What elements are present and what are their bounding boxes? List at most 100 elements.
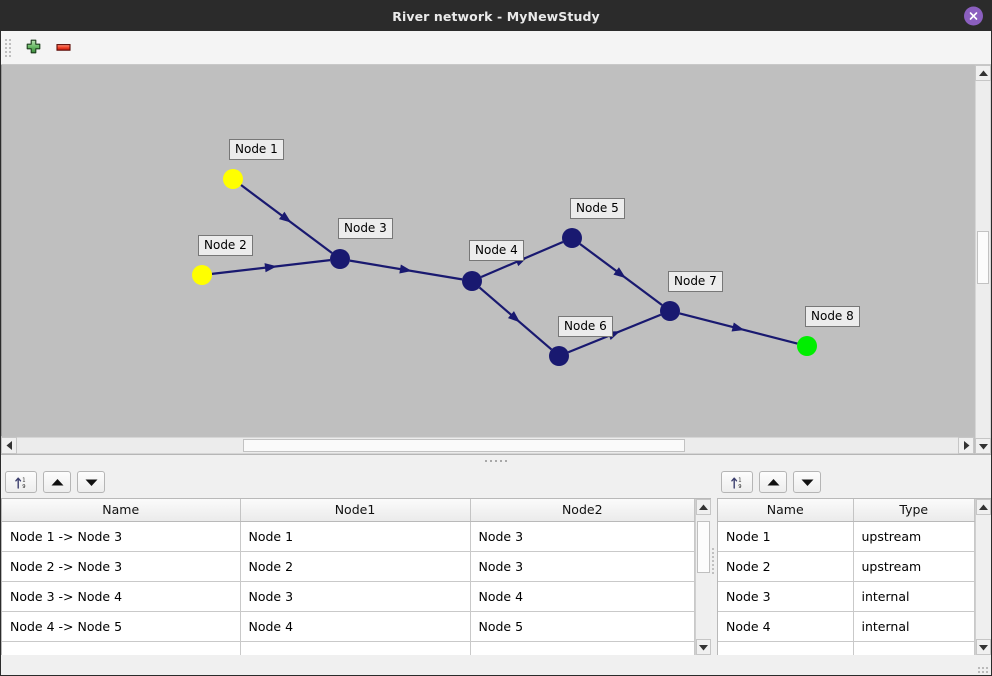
add-node-button[interactable] [18,34,48,62]
branches-move-up-button[interactable] [43,471,71,493]
branches-move-down-button[interactable] [77,471,105,493]
nodes-scroll-track[interactable] [976,515,991,639]
svg-text:1: 1 [738,477,741,483]
table-cell[interactable]: upstream [853,551,975,582]
table-cell-empty[interactable] [240,641,471,655]
table-cell-empty[interactable] [2,641,241,655]
table-cell[interactable]: Node 4 [718,611,854,642]
canvas-vscroll-track[interactable] [975,81,991,438]
horizontal-splitter[interactable] [1,454,991,466]
table-cell[interactable]: Node 4 [470,581,695,612]
table-cell[interactable]: upstream [853,521,975,552]
sort-icon: 1 9 [14,477,25,490]
table-row-empty[interactable] [2,641,695,655]
chevron-left-icon [6,441,12,450]
graph-node-node-6[interactable] [549,346,569,366]
canvas-hscroll-track[interactable] [17,437,958,454]
graph-node-label-node-8[interactable]: Node 8 [805,306,860,327]
scroll-down-button[interactable] [975,438,991,454]
table-cell[interactable]: Node 1 -> Node 3 [2,521,241,552]
graph-node-node-1[interactable] [223,169,243,189]
table-cell[interactable]: Node 5 [470,611,695,642]
table-row-empty[interactable] [718,641,975,655]
column-header-node1[interactable]: Node1 [240,499,471,522]
window-resize-grip-icon[interactable] [976,661,988,673]
delete-node-icon [55,44,71,51]
nodes-scroll-down-button[interactable] [976,639,991,655]
graph-node-label-node-6[interactable]: Node 6 [558,316,613,337]
canvas-vertical-scrollbar[interactable] [974,65,991,454]
scroll-up-button[interactable] [975,65,991,81]
graph-node-label-node-7[interactable]: Node 7 [668,271,723,292]
table-cell[interactable]: Node 3 [718,581,854,612]
branches-sort-button[interactable]: 1 9 [5,471,37,493]
graph-node-label-node-5[interactable]: Node 5 [570,198,625,219]
graph-node-label-node-4[interactable]: Node 4 [469,240,524,261]
nodes-move-up-button[interactable] [759,471,787,493]
graph-node-node-8[interactable] [797,336,817,356]
chevron-down-icon [979,644,988,650]
canvas-hscroll-thumb[interactable] [242,439,686,452]
graph-node-label-node-3[interactable]: Node 3 [338,218,393,239]
scroll-right-button[interactable] [958,437,974,454]
graph-node-node-4[interactable] [462,271,482,291]
branches-scroll-up-button[interactable] [696,499,711,515]
branches-scroll-down-button[interactable] [696,639,711,655]
branches-scroll-track[interactable] [696,515,711,639]
table-cell-empty[interactable] [853,641,975,655]
scroll-left-button[interactable] [1,437,17,454]
nodes-table-vertical-scrollbar[interactable] [975,499,991,655]
table-cell[interactable]: Node 3 [470,521,695,552]
table-cell[interactable]: Node 1 [240,521,471,552]
graph-node-label-node-2[interactable]: Node 2 [198,235,253,256]
column-header-node2[interactable]: Node2 [470,499,695,522]
table-cell[interactable]: Node 4 [240,611,471,642]
close-button[interactable] [964,6,983,26]
column-header-name[interactable]: Name [2,499,241,522]
network-graph-canvas[interactable]: Node 1 Node 2 Node 3 Node 4 Node 5 Node 6 Node… [1,65,974,436]
table-cell[interactable]: Node 3 -> Node 4 [2,581,241,612]
table-cell[interactable]: Node 2 [240,551,471,582]
toolbar-drag-handle[interactable] [3,35,12,61]
table-cell[interactable]: Node 4 -> Node 5 [2,611,241,642]
table-cell[interactable]: Node 1 [718,521,854,552]
canvas-horizontal-scrollbar[interactable] [1,436,974,454]
graph-node-node-7[interactable] [660,301,680,321]
svg-text:9: 9 [738,484,741,490]
table-cell[interactable]: internal [853,611,975,642]
branches-table-vertical-scrollbar[interactable] [695,499,711,655]
nodes-sort-button[interactable]: 1 9 [721,471,753,493]
column-header-name[interactable]: Name [718,499,854,522]
vertical-splitter[interactable] [711,466,717,655]
table-cell[interactable]: internal [853,581,975,612]
canvas-vscroll-thumb[interactable] [977,230,989,285]
table-cell-empty[interactable] [718,641,854,655]
nodes-move-down-button[interactable] [793,471,821,493]
graph-edge-arrow [278,211,292,223]
column-header-type[interactable]: Type [853,499,975,522]
graph-node-node-5[interactable] [562,228,582,248]
table-cell[interactable]: Node 2 [718,551,854,582]
nodes-scroll-up-button[interactable] [976,499,991,515]
table-cell[interactable]: Node 3 [240,581,471,612]
graph-node-node-2[interactable] [192,265,212,285]
table-cell-empty[interactable] [470,641,695,655]
branches-scroll-thumb[interactable] [697,521,710,573]
delete-node-button[interactable] [48,34,78,62]
table-cell[interactable]: Node 3 [470,551,695,582]
graph-node-node-3[interactable] [330,249,350,269]
graph-node-label-node-1[interactable]: Node 1 [229,139,284,160]
table-cell[interactable]: Node 2 -> Node 3 [2,551,241,582]
